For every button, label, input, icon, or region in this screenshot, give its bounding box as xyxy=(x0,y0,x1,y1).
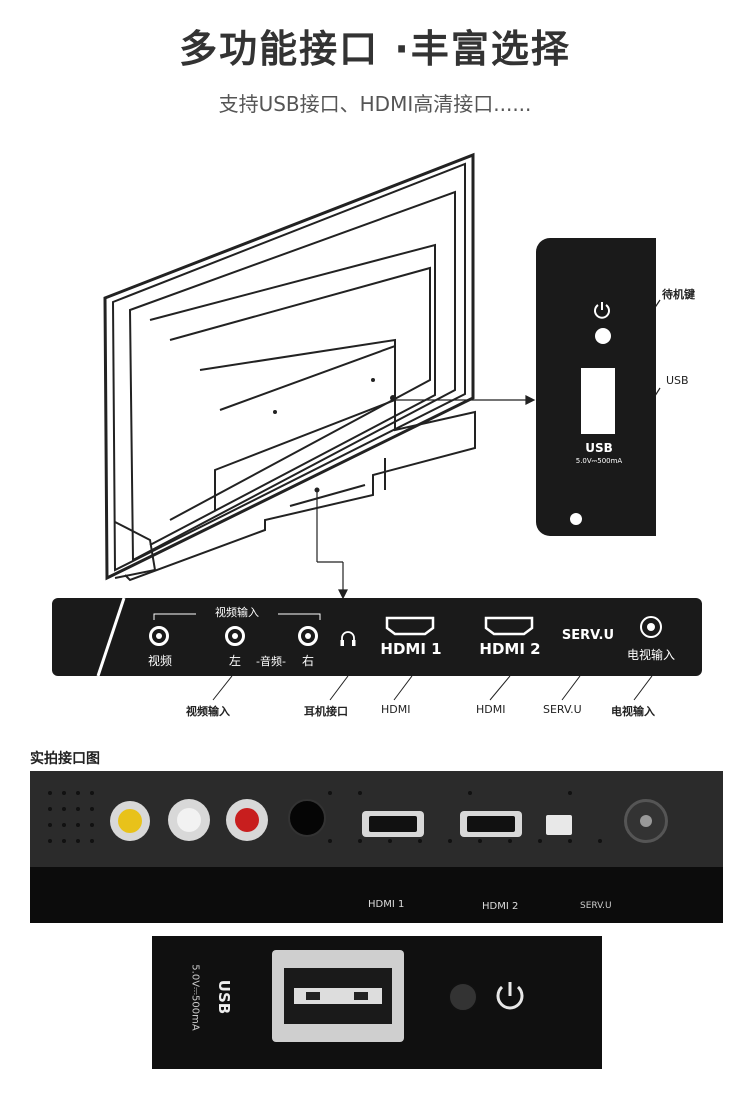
callout-tv-input: 电视输入 xyxy=(611,705,655,718)
usb-photo-label: USB xyxy=(215,979,233,1015)
hdmi2-photo xyxy=(460,811,522,837)
rca-right-port[interactable] xyxy=(298,626,318,646)
hdmi1-photo xyxy=(362,811,424,837)
hdmi2-port-icon[interactable] xyxy=(484,616,534,636)
power-icon-photo xyxy=(496,982,524,1010)
callout-hdmi-b: HDMI xyxy=(476,703,506,716)
hdmi1-label: HDMI 1 xyxy=(380,640,442,658)
callout-servu: SERV.U xyxy=(543,703,582,716)
side-port-panel: USB 5.0V⎓500mA xyxy=(536,238,656,536)
audio-label: -音频- xyxy=(256,655,286,668)
power-button[interactable] xyxy=(595,328,611,344)
callout-lines xyxy=(212,676,653,701)
rca-left-photo xyxy=(168,799,210,841)
callout-video-input: 视频输入 xyxy=(186,705,230,718)
port-photo-strip: HDMI 1 HDMI 2 SERV.U xyxy=(30,771,723,923)
power-button-photo xyxy=(448,982,478,1012)
hdmi2-label: HDMI 2 xyxy=(479,640,541,658)
tv-input-photo xyxy=(624,799,668,843)
tv-input-label: 电视输入 xyxy=(626,648,675,662)
rca-video-photo xyxy=(110,801,150,841)
photo-section-label: 实拍接口图 xyxy=(30,751,100,767)
headphone-icon xyxy=(340,631,356,646)
page-title: 多功能接口 ·丰富选择 xyxy=(179,27,571,71)
hdmi1-port-icon[interactable] xyxy=(385,616,435,636)
callout-usb: USB xyxy=(666,374,689,387)
callout-headphone: 耳机接口 xyxy=(304,705,348,718)
usb-spec: 5.0V⎓500mA xyxy=(575,457,623,465)
usb-port-photo: USB 5.0V⎓500mA xyxy=(152,936,602,1069)
left-port-label: 左 xyxy=(228,654,241,668)
panel-screw xyxy=(570,513,582,525)
usb-photo-spec: 5.0V⎓500mA xyxy=(189,964,201,1031)
rear-port-panel: 视频输入 视频 左 -音频- 右 HDMI 1 HDMI 2 SERV.U 电视… xyxy=(52,598,702,676)
video-group-label: 视频输入 xyxy=(215,606,259,619)
video-group-bracket xyxy=(153,613,321,620)
page-subtitle: 支持USB接口、HDMI高清接口...... xyxy=(218,92,532,116)
panel-stripe xyxy=(96,598,126,676)
strip-hdmi2-label: HDMI 2 xyxy=(482,901,519,912)
usb-port[interactable] xyxy=(581,368,615,434)
callout-power: 待机键 xyxy=(662,288,695,301)
tv-input-port[interactable] xyxy=(640,616,662,638)
rca-left-port[interactable] xyxy=(225,626,245,646)
video-port-label: 视频 xyxy=(147,654,172,668)
headphone-jack-photo xyxy=(288,799,326,837)
strip-hdmi1-label: HDMI 1 xyxy=(368,899,405,910)
usb-socket-photo xyxy=(272,950,404,1042)
right-port-label: 右 xyxy=(301,654,314,668)
power-icon xyxy=(594,302,610,319)
usb-port-label: USB xyxy=(585,441,613,455)
rca-right-photo xyxy=(226,799,268,841)
callout-hdmi-a: HDMI xyxy=(381,703,411,716)
servu-label: SERV.U xyxy=(561,628,615,643)
servu-photo xyxy=(546,815,572,835)
strip-servu-label: SERV.U xyxy=(580,901,612,911)
usb-photo-text-block: USB 5.0V⎓500mA xyxy=(190,950,234,1050)
rca-video-port[interactable] xyxy=(149,626,169,646)
